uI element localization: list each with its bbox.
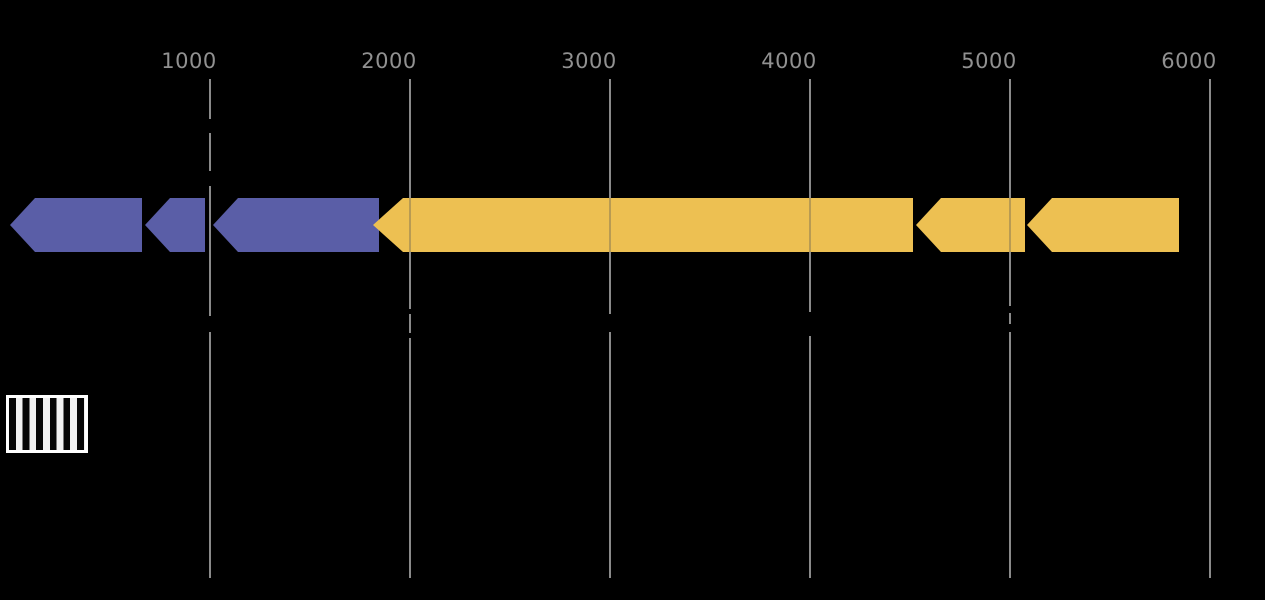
tick-label-3000: 3000: [561, 49, 617, 73]
gridline-gap: [207, 171, 213, 186]
gene-arrow-yellow-feature-2: [916, 198, 1025, 252]
gridline-over-arrow-3000: [609, 198, 611, 252]
gridline-gap: [1007, 306, 1013, 313]
gridline-gap: [807, 312, 813, 336]
gridline-2000: [409, 79, 411, 578]
tick-label-6000: 6000: [1161, 49, 1217, 73]
gridline-gap: [607, 314, 613, 332]
gene-arrow-blue-feature-3: [213, 198, 379, 252]
gene-arrow-yellow-feature-1: [373, 198, 913, 252]
gene-arrow-yellow-feature-3: [1027, 198, 1179, 252]
gridline-gap: [407, 333, 413, 338]
tick-label-5000: 5000: [961, 49, 1017, 73]
gridline-over-arrow-5000: [1009, 198, 1011, 252]
gridline-over-arrow-4000: [809, 198, 811, 252]
hatched-legend-swatch: [6, 395, 88, 453]
tick-label-4000: 4000: [761, 49, 817, 73]
gridline-gap: [1007, 324, 1013, 332]
gridline-over-arrow-2000: [409, 198, 411, 252]
gridline-gap: [207, 316, 213, 332]
gridline-gap: [407, 309, 413, 314]
gridline-6000: [1209, 79, 1211, 578]
tick-label-1000: 1000: [161, 49, 217, 73]
gene-arrow-blue-feature-2: [145, 198, 205, 252]
tick-label-2000: 2000: [361, 49, 417, 73]
gene-arrow-blue-feature-1: [10, 198, 142, 252]
gridline-gap: [207, 119, 213, 133]
